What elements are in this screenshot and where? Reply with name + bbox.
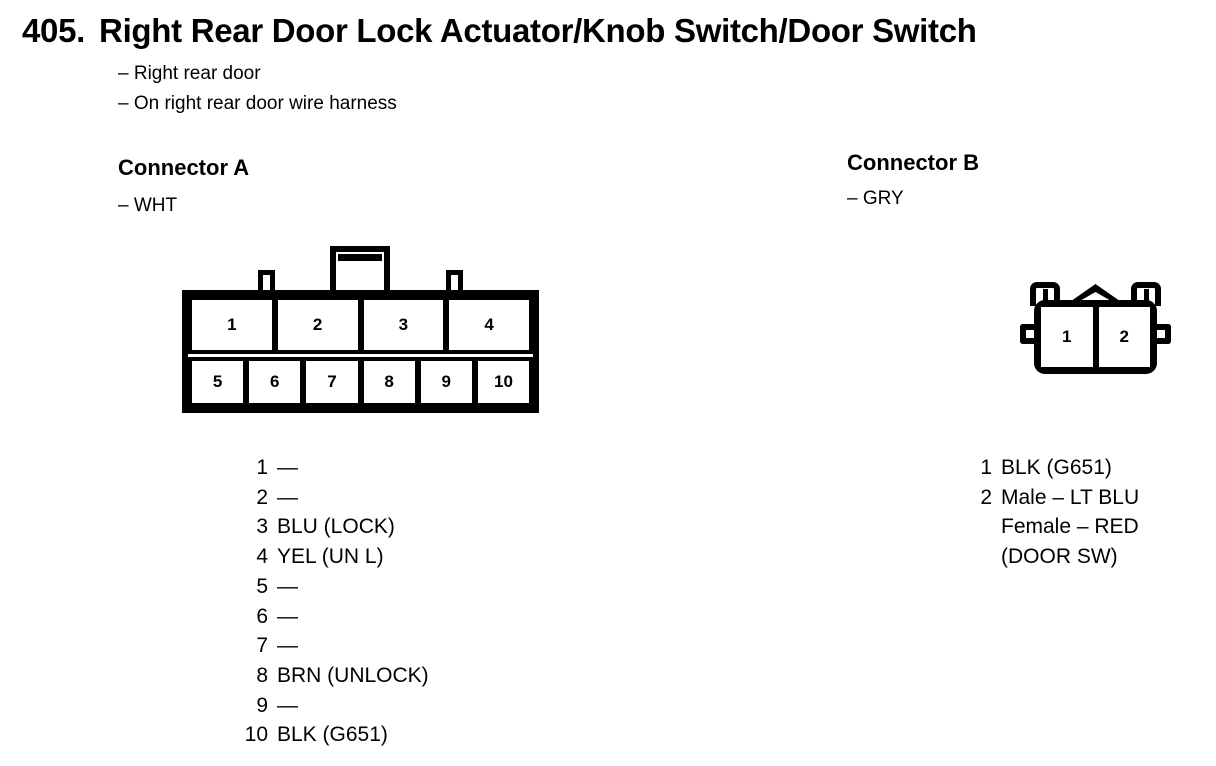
connector-a-pin-cell: 4	[445, 296, 533, 354]
connector-b-pin-list: 1 BLK (G651) 2 Male – LT BLU Female – RE…	[900, 453, 1139, 572]
page-title: 405. Right Rear Door Lock Actuator/Knob S…	[22, 12, 977, 50]
connector-b-pin-cell: 2	[1098, 307, 1150, 367]
pin-number: 9	[256, 693, 268, 717]
pin-list-row: 5 —	[176, 572, 429, 602]
pin-value: Male – LT BLU	[1001, 485, 1140, 509]
pin-value: —	[277, 634, 298, 658]
pin-list-row: 1 BLK (G651)	[900, 453, 1139, 483]
connector-a-pin-cell: 5	[188, 357, 248, 407]
pin-value: —	[277, 456, 298, 479]
page-title-text: Right Rear Door Lock Actuator/Knob Switc…	[99, 12, 977, 49]
pin-list-row: 8 BRN (UNLOCK)	[176, 661, 429, 691]
pin-list-row: 6 —	[176, 602, 429, 632]
connector-b-color: – GRY	[847, 188, 904, 209]
pin-list-row: 1 —	[176, 453, 429, 483]
pin-value: —	[277, 604, 298, 628]
pin-list-row: 7 —	[176, 631, 429, 661]
connector-b-heading: Connector B	[847, 150, 979, 175]
connector-a-nub-left-icon	[258, 270, 275, 292]
connector-a-pin-cell: 3	[359, 296, 448, 354]
pin-list-row: 2 —	[176, 483, 429, 513]
pin-number: 3	[256, 515, 268, 539]
pin-number: 8	[256, 663, 268, 687]
connector-a-pin-cell: 9	[416, 357, 476, 407]
connector-a-diagram: 1 2 3 4 5 6 7 8 9 10	[182, 246, 539, 413]
connector-a-nub-right-icon	[446, 270, 463, 292]
pin-value: BLU (LOCK)	[277, 515, 395, 539]
pin-number: 6	[256, 604, 268, 628]
pin-list-row: 2 Male – LT BLU	[900, 483, 1139, 513]
pin-value-subline: (DOOR SW)	[1001, 545, 1118, 569]
connector-a-heading: Connector A	[118, 155, 250, 180]
pin-value: —	[277, 574, 298, 598]
pin-number: 2	[256, 485, 268, 509]
pin-number: 1	[256, 456, 268, 479]
connector-b-nub-slot-left-icon	[1043, 289, 1048, 306]
pin-number: 10	[244, 723, 268, 747]
connector-a-pin-cell: 1	[188, 296, 276, 354]
pin-value: —	[277, 693, 298, 717]
pin-list-row: 3 BLU (LOCK)	[176, 512, 429, 542]
connector-a-pin-cell: 8	[359, 357, 419, 407]
page-title-number: 405.	[22, 12, 86, 49]
connector-a-pin-cell: 7	[302, 357, 362, 407]
connector-a-color: – WHT	[118, 195, 178, 216]
pin-number: 7	[256, 634, 268, 658]
connector-b-diagram: 1 2	[1018, 282, 1173, 374]
pin-number: 1	[980, 456, 992, 479]
pin-value-subline: Female – RED	[1001, 515, 1139, 539]
connector-b-nub-slot-right-icon	[1144, 289, 1149, 306]
connector-b-pin-cell: 1	[1041, 307, 1099, 367]
connector-a-pin-cell: 6	[245, 357, 305, 407]
pin-value: BLK (G651)	[277, 723, 388, 747]
subnote-location: – Right rear door	[118, 63, 261, 84]
connector-a-pin-row-top: 1 2 3 4	[188, 296, 533, 354]
connector-a-pin-row-bottom: 5 6 7 8 9 10	[188, 357, 534, 407]
pin-number: 5	[256, 574, 268, 598]
pin-value: BRN (UNLOCK)	[277, 663, 429, 687]
pin-value: BLK (G651)	[1001, 456, 1112, 479]
connector-a-pin-list: 1 — 2 — 3 BLU (LOCK) 4 YEL (UN L) 5 — 6 …	[176, 453, 429, 750]
connector-a-pin-cell: 10	[473, 357, 534, 407]
pin-list-row: 9 —	[176, 691, 429, 721]
connector-b-side-tab-right-icon	[1153, 324, 1171, 344]
connector-a-latch-slot-icon	[338, 254, 382, 261]
connector-b-side-tab-left-icon	[1020, 324, 1038, 344]
pin-list-row: 4 YEL (UN L)	[176, 542, 429, 572]
pin-number: 2	[980, 485, 992, 509]
pin-list-row: 10 BLK (G651)	[176, 720, 429, 750]
connector-a-pin-cell: 2	[273, 296, 362, 354]
pin-number: 4	[256, 545, 268, 569]
pin-value: —	[277, 485, 298, 509]
subnote-harness: – On right rear door wire harness	[118, 93, 397, 114]
pin-value: YEL (UN L)	[277, 545, 384, 569]
connector-b-pin-row: 1 2	[1041, 307, 1150, 367]
